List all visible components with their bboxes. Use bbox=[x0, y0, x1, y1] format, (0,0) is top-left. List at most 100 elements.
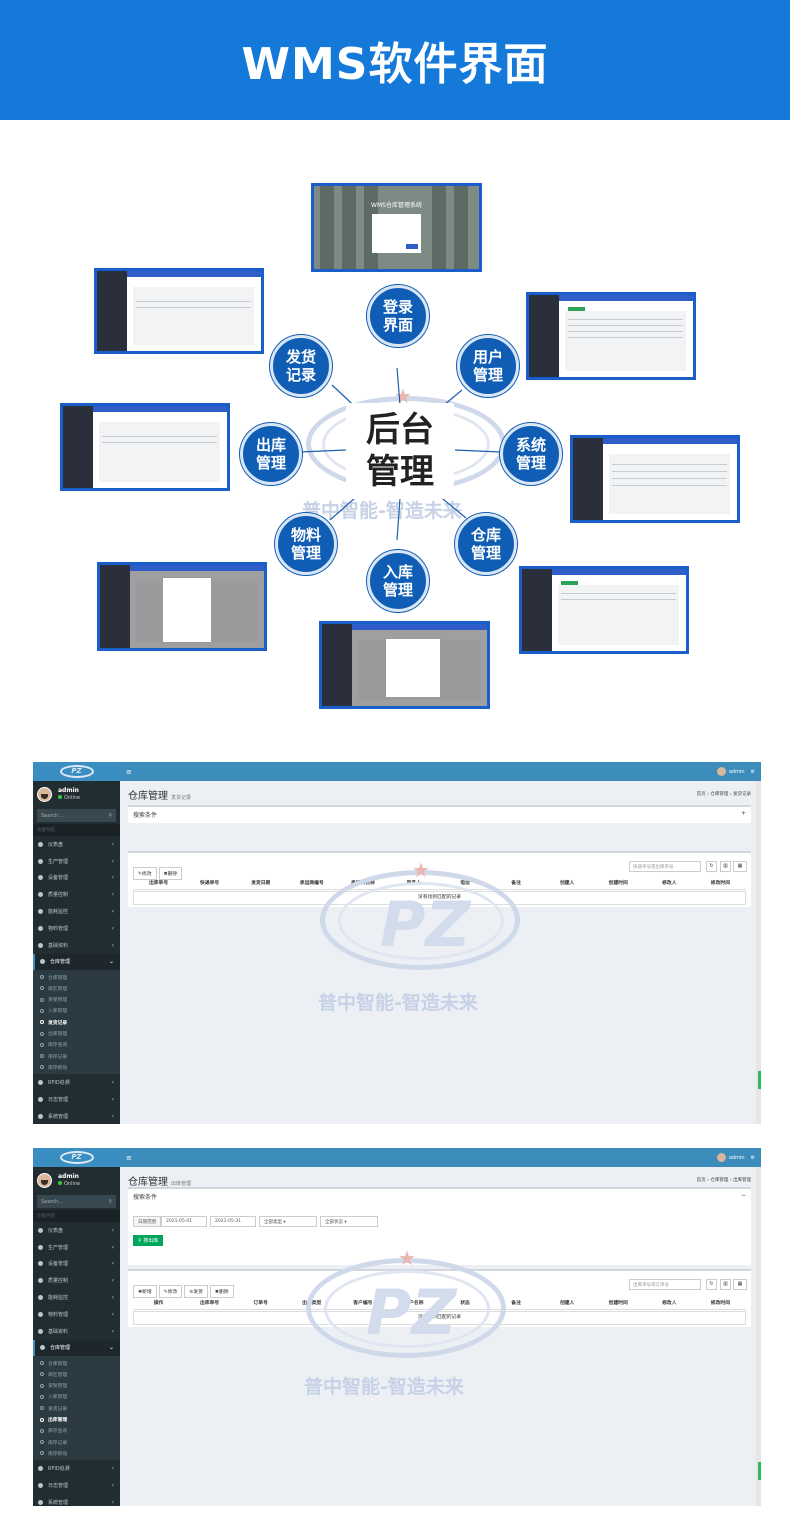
scrollbar[interactable] bbox=[756, 781, 761, 1124]
submenu-item[interactable]: 库存查询 bbox=[33, 1039, 120, 1050]
menu-toggle-icon[interactable]: ≡ bbox=[126, 1153, 132, 1162]
submenu-item[interactable]: 发货记录 bbox=[33, 1017, 120, 1028]
refresh-icon[interactable]: ↻ bbox=[706, 1279, 717, 1290]
column-header[interactable]: 备注 bbox=[511, 1301, 521, 1306]
sidebar-item[interactable]: 基础资料‹ bbox=[33, 1323, 120, 1340]
gear-icon[interactable]: ⚙ bbox=[750, 768, 755, 775]
status-select[interactable]: 全部状态 ▾ bbox=[320, 1216, 378, 1227]
ship-button[interactable]: ⊘发货 bbox=[184, 1285, 208, 1298]
sidebar-search[interactable]: Search...⚲ bbox=[37, 809, 116, 822]
thumb-system[interactable] bbox=[570, 435, 740, 523]
avatar[interactable] bbox=[716, 767, 726, 776]
refresh-icon[interactable]: ↻ bbox=[706, 861, 717, 872]
column-header[interactable]: 创建时间 bbox=[608, 881, 628, 886]
submenu-item[interactable]: 库区管理 bbox=[33, 1369, 120, 1380]
sidebar-item[interactable]: 设备管理‹ bbox=[33, 1256, 120, 1273]
column-header[interactable]: 修改人 bbox=[662, 881, 677, 886]
topbar-user[interactable]: admin bbox=[728, 1154, 745, 1161]
submenu-item[interactable]: 入库管理 bbox=[33, 1005, 120, 1016]
submenu-item[interactable]: 库存移动 bbox=[33, 1448, 120, 1459]
search-outbound-button[interactable]: ⚲ 搜出库 bbox=[133, 1235, 164, 1246]
sidebar-item[interactable]: 系统管理‹ bbox=[33, 1108, 120, 1124]
node-outbound[interactable]: 出库管理 bbox=[240, 423, 302, 485]
column-header[interactable]: 订单号 bbox=[253, 1301, 268, 1306]
sidebar-item[interactable]: 系统管理‹ bbox=[33, 1494, 120, 1506]
column-header[interactable]: 创建时间 bbox=[608, 1301, 628, 1306]
column-header[interactable]: 修改时间 bbox=[710, 881, 730, 886]
submenu-item[interactable]: 货架管理 bbox=[33, 994, 120, 1005]
submenu-item[interactable]: 货架管理 bbox=[33, 1380, 120, 1391]
submenu-item[interactable]: 仓库管理 bbox=[33, 1357, 120, 1368]
avatar[interactable] bbox=[716, 1153, 726, 1162]
submenu-item[interactable]: 入库管理 bbox=[33, 1391, 120, 1402]
node-shipping[interactable]: 发货记录 bbox=[270, 335, 332, 397]
edit-button[interactable]: ✎修改 bbox=[158, 1285, 183, 1298]
submenu-item[interactable]: 库存记录 bbox=[33, 1050, 120, 1061]
submenu-item[interactable]: 库存查询 bbox=[33, 1425, 120, 1436]
node-inbound[interactable]: 入库管理 bbox=[367, 550, 429, 612]
thumb-shipping[interactable] bbox=[94, 268, 264, 354]
table-search-input[interactable]: 出库单号或订单号 bbox=[629, 1279, 701, 1290]
columns-icon[interactable]: ▥ bbox=[720, 1279, 731, 1290]
submenu-item[interactable]: 仓库管理 bbox=[33, 971, 120, 982]
sidebar-item[interactable]: 基础资料‹ bbox=[33, 937, 120, 954]
export-icon[interactable]: ▦ bbox=[733, 1279, 747, 1290]
add-button[interactable]: ✚新增 bbox=[133, 1285, 157, 1298]
sidebar-item[interactable]: 日志管理‹ bbox=[33, 1091, 120, 1108]
date-from-input[interactable]: 2021-05-01 bbox=[161, 1216, 207, 1227]
column-header[interactable]: 快递单号 bbox=[200, 881, 220, 886]
node-user[interactable]: 用户管理 bbox=[457, 335, 519, 397]
column-header[interactable]: 创建人 bbox=[559, 881, 575, 886]
sidebar-item[interactable]: 物料管理‹ bbox=[33, 920, 120, 937]
submenu-item[interactable]: 出库管理 bbox=[33, 1414, 120, 1425]
edit-button[interactable]: ✎修改 bbox=[133, 867, 157, 880]
sidebar-item[interactable]: RFID追溯‹ bbox=[33, 1074, 120, 1091]
sidebar-item[interactable]: 设备管理‹ bbox=[33, 870, 120, 887]
sidebar-item[interactable]: 仓库管理⌄ bbox=[33, 953, 120, 971]
sidebar-item[interactable]: 仪表盘‹ bbox=[33, 836, 120, 853]
delete-button[interactable]: ✖删除 bbox=[209, 1285, 234, 1298]
sidebar-item[interactable]: 生产管理‹ bbox=[33, 1239, 120, 1256]
table-search-input[interactable]: 快递单号或出库单号 bbox=[629, 861, 701, 872]
sidebar-item[interactable]: 仓库管理⌄ bbox=[33, 1339, 120, 1357]
submenu-item[interactable]: 出库管理 bbox=[33, 1028, 120, 1039]
date-to-input[interactable]: 2021-05-31 bbox=[210, 1216, 256, 1227]
column-header[interactable]: 修改人 bbox=[662, 1301, 677, 1306]
sidebar-item[interactable]: 日志管理‹ bbox=[33, 1477, 120, 1494]
column-header[interactable]: 修改时间 bbox=[710, 1301, 730, 1306]
thumb-inbound[interactable] bbox=[319, 621, 490, 709]
topbar-user[interactable]: admin bbox=[728, 768, 745, 775]
column-header[interactable]: 承运商编号 bbox=[299, 881, 324, 886]
sidebar-search[interactable]: Search...⚲ bbox=[37, 1195, 116, 1208]
column-header[interactable]: 出库单号 bbox=[200, 1301, 220, 1306]
node-material[interactable]: 物料管理 bbox=[275, 513, 337, 575]
collapse-icon[interactable]: − bbox=[740, 1192, 746, 1199]
sidebar-item[interactable]: 能耗监控‹ bbox=[33, 903, 120, 920]
thumb-login[interactable]: WMS仓库管理系统 bbox=[311, 183, 482, 272]
column-header[interactable]: 发货日期 bbox=[251, 881, 271, 886]
sidebar-item[interactable]: 物料管理‹ bbox=[33, 1306, 120, 1323]
sidebar-item[interactable]: 质量控制‹ bbox=[33, 1272, 120, 1289]
column-header[interactable]: 操作 bbox=[153, 1301, 164, 1306]
submenu-item[interactable]: 库区管理 bbox=[33, 983, 120, 994]
thumb-warehouse[interactable] bbox=[519, 566, 689, 654]
type-select[interactable]: 全部类型 ▾ bbox=[259, 1216, 317, 1227]
column-header[interactable]: 备注 bbox=[511, 881, 521, 886]
expand-icon[interactable]: + bbox=[740, 810, 746, 817]
columns-icon[interactable]: ▥ bbox=[720, 861, 731, 872]
menu-toggle-icon[interactable]: ≡ bbox=[126, 767, 132, 776]
node-system[interactable]: 系统管理 bbox=[500, 423, 562, 485]
sidebar-item[interactable]: RFID追溯‹ bbox=[33, 1460, 120, 1477]
column-header[interactable]: 出库单号 bbox=[148, 881, 169, 886]
submenu-item[interactable]: 库存记录 bbox=[33, 1436, 120, 1447]
thumb-material[interactable] bbox=[97, 562, 267, 651]
delete-button[interactable]: ✖删除 bbox=[158, 867, 183, 880]
sidebar-item[interactable]: 仪表盘‹ bbox=[33, 1222, 120, 1239]
gear-icon[interactable]: ⚙ bbox=[750, 1154, 755, 1161]
submenu-item[interactable]: 库存移动 bbox=[33, 1062, 120, 1073]
thumb-outbound[interactable] bbox=[60, 403, 230, 491]
sidebar-item[interactable]: 生产管理‹ bbox=[33, 853, 120, 870]
column-header[interactable]: 创建人 bbox=[559, 1301, 575, 1306]
thumb-user[interactable] bbox=[526, 292, 696, 380]
export-icon[interactable]: ▦ bbox=[733, 861, 747, 872]
